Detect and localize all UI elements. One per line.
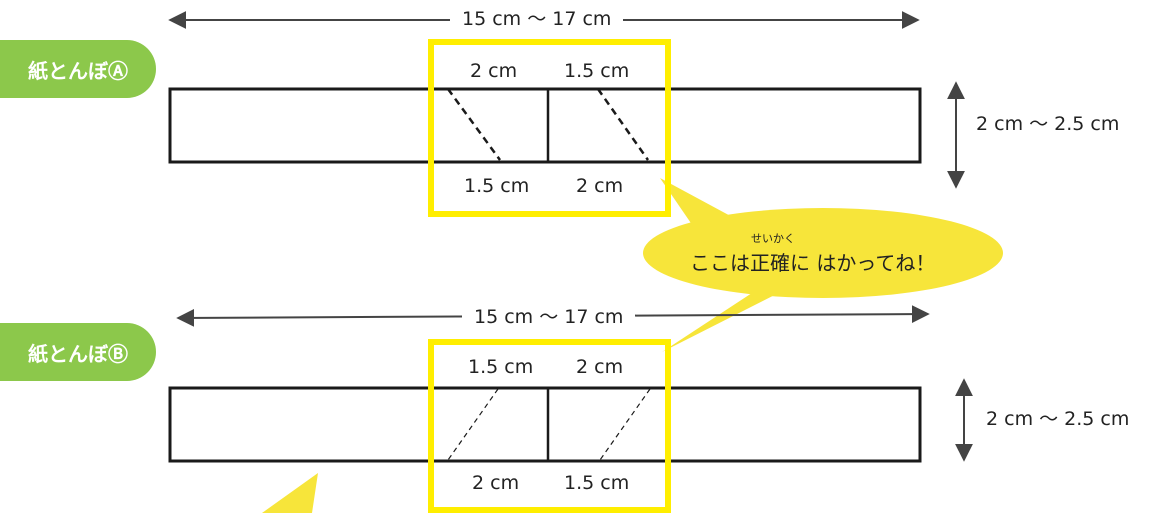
callout-ruby: せいかく: [751, 232, 795, 245]
strip-b: [168, 386, 922, 463]
bubble-body: [643, 208, 1003, 298]
length-label-b: 15 cm ～ 17 cm: [462, 306, 636, 329]
width-label-b: 2 cm ～ 2.5 cm: [986, 408, 1130, 430]
bottom-right-label-b: 1.5 cm: [564, 472, 630, 494]
width-label-a: 2 cm ～ 2.5 cm: [976, 113, 1120, 135]
highlight-frame-a: [428, 39, 671, 217]
bottom-left-label-b: 2 cm: [472, 472, 520, 494]
top-right-label-b: 2 cm: [576, 356, 624, 378]
callout-text-after: に はかってね！: [790, 251, 936, 275]
plane-a-drawing: [168, 11, 965, 217]
bottom-left-label-a: 1.5 cm: [464, 175, 530, 197]
bottom-right-label-a: 2 cm: [576, 175, 624, 197]
plane-a-badge: 紙とんぼⒶ: [0, 40, 156, 98]
top-left-label-b: 1.5 cm: [468, 356, 534, 378]
callout-text-before: ここは: [690, 251, 750, 275]
highlight-frame-b: [428, 339, 671, 513]
callout-text: ここは正確に はかってね！: [690, 247, 935, 276]
top-left-label-a: 2 cm: [470, 60, 518, 82]
cut-line-b-right: [599, 388, 651, 461]
callout-kanji: 正確: [750, 251, 790, 275]
top-right-label-a: 1.5 cm: [564, 60, 630, 82]
cut-line-b-left: [447, 388, 499, 461]
plane-b-drawing: [168, 305, 973, 513]
cut-line-a-left: [446, 88, 502, 161]
pointer-tail-bottom-left: [262, 473, 318, 513]
strip-a: [168, 87, 922, 164]
cut-line-a-right: [596, 88, 650, 161]
length-label-a: 15 cm ～ 17 cm: [450, 8, 624, 31]
plane-b-badge: 紙とんぼⒷ: [0, 323, 156, 381]
